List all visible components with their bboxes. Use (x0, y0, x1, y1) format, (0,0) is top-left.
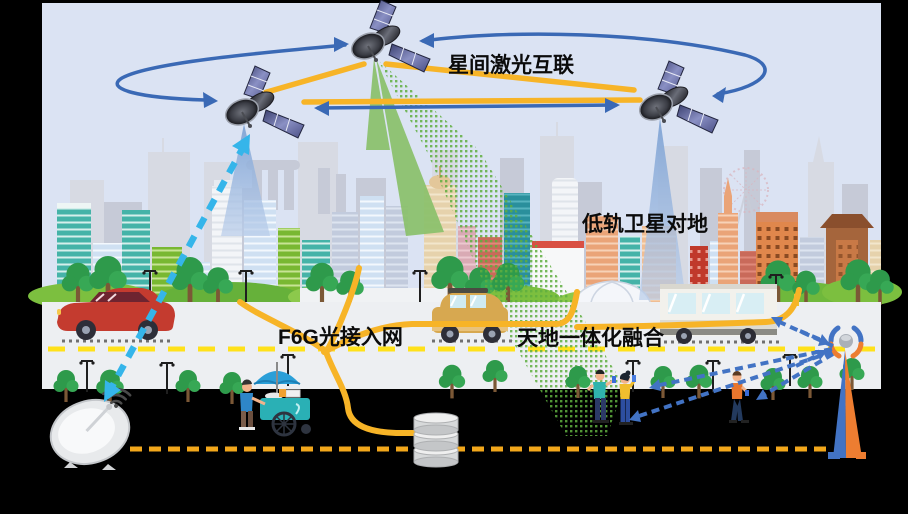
label-f6g-access: F6G光接入网 (278, 326, 403, 349)
bus-icon (660, 284, 780, 344)
satellite-dish-icon (49, 387, 132, 470)
dish-satellite-link (104, 134, 250, 402)
orbit-arrows (115, 32, 767, 110)
label-leo-to-ground: 低轨卫星对地 (581, 212, 708, 236)
walking-person (729, 371, 749, 423)
taxi-icon (432, 288, 512, 343)
tower-link-arrowheads (629, 317, 830, 422)
fiber-cables (237, 265, 802, 436)
dotted-coverage-beam (378, 60, 624, 436)
label-inter-satellite-laser: 星间激光互联 (448, 53, 574, 77)
satellite-beam-left (221, 124, 270, 236)
database-icon (413, 412, 459, 468)
laser-links (257, 61, 643, 105)
pedestrian-group (586, 369, 749, 425)
tower-radio-links (635, 318, 835, 419)
satellite-beam-right (639, 118, 686, 300)
cell-tower-icon (828, 325, 866, 459)
vendor-person (239, 379, 266, 430)
label-space-ground-integration: 天地一体化融合 (517, 326, 665, 350)
street-cart-icon (253, 362, 311, 437)
orbit-arrowheads (203, 33, 726, 116)
car-icon (57, 288, 175, 343)
